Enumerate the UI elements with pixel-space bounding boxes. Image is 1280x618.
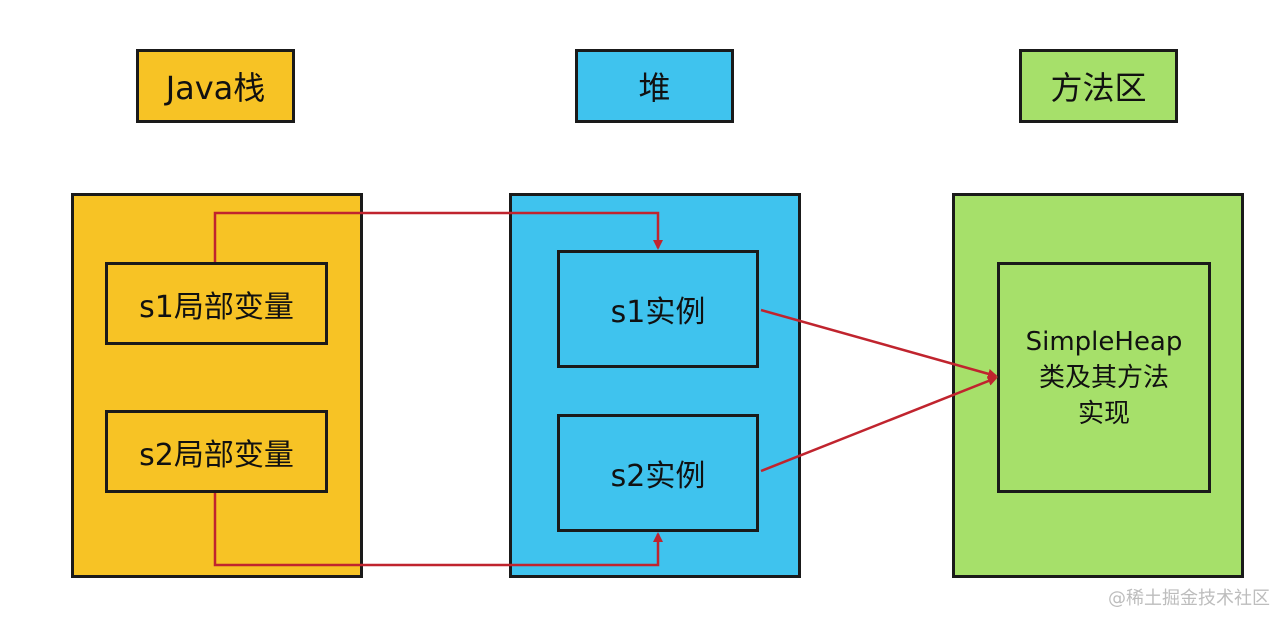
heap-header: 堆: [575, 49, 734, 123]
s1-local-variable: s1局部变量: [105, 262, 328, 345]
java-stack-header: Java栈: [136, 49, 295, 123]
simpleheap-class-text: SimpleHeap 类及其方法 实现: [1026, 324, 1183, 432]
class-line-2: 类及其方法: [1038, 362, 1169, 393]
class-line-3: 实现: [1077, 398, 1130, 429]
s1-instance: s1实例: [557, 250, 759, 368]
watermark: @稀土掘金技术社区: [1108, 588, 1270, 609]
method-area-header: 方法区: [1019, 49, 1178, 123]
java-stack-panel: [71, 193, 363, 578]
s2-instance: s2实例: [557, 414, 759, 532]
class-line-1: SimpleHeap: [1025, 326, 1183, 357]
s2-local-variable: s2局部变量: [105, 410, 328, 493]
simpleheap-class-box: SimpleHeap 类及其方法 实现: [997, 262, 1211, 493]
